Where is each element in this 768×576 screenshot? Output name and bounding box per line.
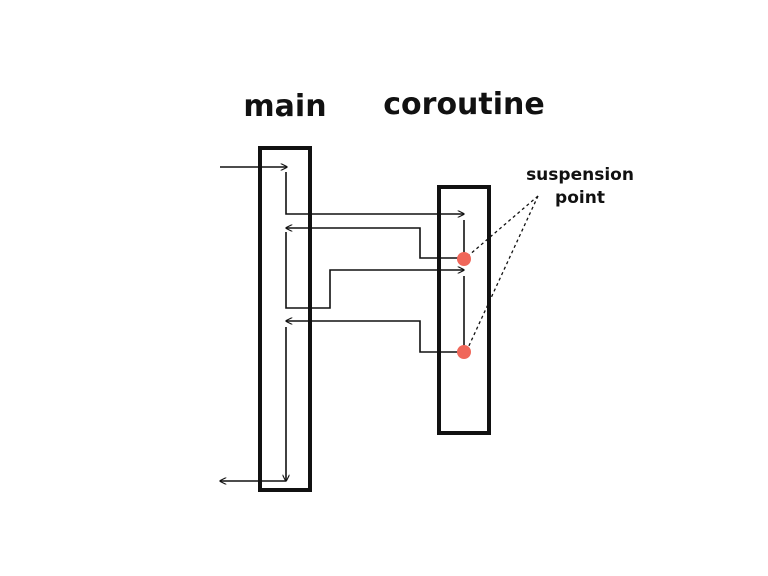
suspension-point-1 [457,252,471,266]
main-label: main [243,89,326,124]
suspension-point-label-line2: point [555,188,605,208]
coroutine-label: coroutine [383,87,544,122]
main-box [258,146,312,492]
launch-arrow [285,172,464,214]
suspension-point-label-line1: suspension [526,165,634,185]
coroutine-box [437,185,491,435]
suspension-leader-1 [467,195,539,257]
suspend-return-arrow-1 [286,228,462,259]
suspension-leader-2 [466,195,539,351]
suspension-point-2 [457,345,471,359]
resume-arrow [285,232,464,309]
suspend-return-arrow-2 [286,321,462,353]
